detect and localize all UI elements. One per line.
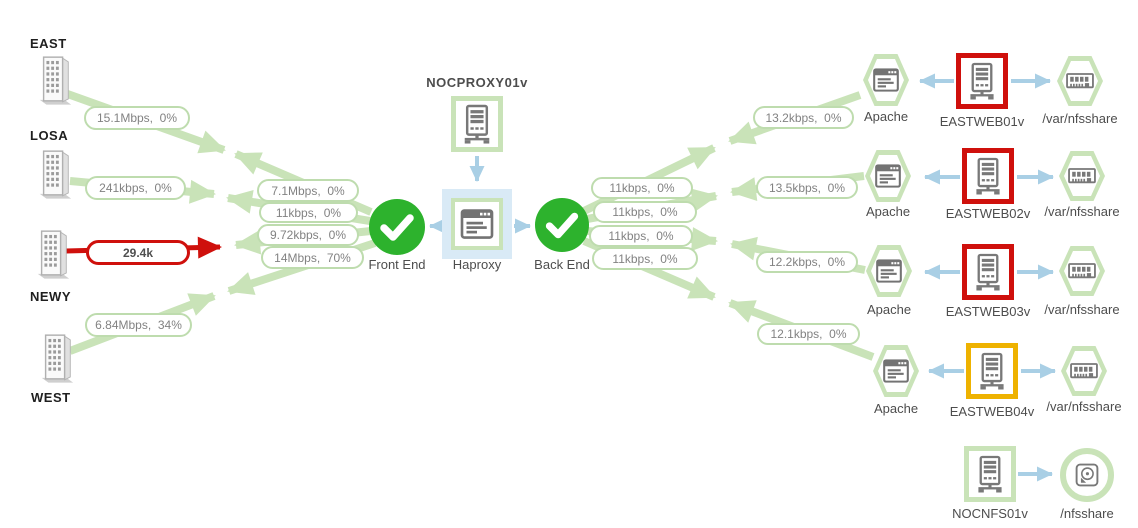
server-icon <box>971 155 1005 197</box>
traffic-pill-backend-2[interactable]: 11kbps, 0% <box>593 201 697 223</box>
server-icon <box>973 453 1007 495</box>
apache-service-icon <box>883 359 909 383</box>
server-node-eastweb04v[interactable] <box>966 343 1018 399</box>
haproxy-node[interactable] <box>442 189 512 259</box>
city-label-west: WEST <box>31 390 71 405</box>
nfsshare-label-3: /var/nfsshare <box>1044 302 1120 317</box>
backend-label: Back End <box>534 257 590 272</box>
server-label-eastweb01v: EASTWEB01v <box>939 114 1025 129</box>
building-icon-newy[interactable] <box>34 226 72 280</box>
apache-node-1[interactable] <box>863 54 909 106</box>
frontend-label: Front End <box>368 257 426 272</box>
nfsshare-label-4: /var/nfsshare <box>1046 399 1122 414</box>
traffic-pill-web-3[interactable]: 12.2kbps, 0% <box>756 251 858 273</box>
nfsshare-node-4[interactable] <box>1061 346 1107 396</box>
nfsshare-node-2[interactable] <box>1059 151 1105 201</box>
backend-status-node[interactable] <box>535 198 589 252</box>
apache-label-3: Apache <box>866 302 912 317</box>
nfsshare-volume-label: /nfsshare <box>1060 506 1114 521</box>
haproxy-label: Haproxy <box>452 257 502 272</box>
server-icon <box>459 103 495 145</box>
server-label-eastweb02v: EASTWEB02v <box>945 206 1031 221</box>
memory-icon <box>1070 361 1098 381</box>
check-icon <box>369 199 425 255</box>
nfsshare-label-2: /var/nfsshare <box>1044 204 1120 219</box>
server-icon <box>971 251 1005 293</box>
traffic-pill-frontend-4[interactable]: 14Mbps, 70% <box>261 246 364 269</box>
server-label-eastweb04v: EASTWEB04v <box>949 404 1035 419</box>
traffic-pill-east[interactable]: 15.1Mbps, 0% <box>84 106 190 130</box>
memory-icon <box>1068 261 1096 281</box>
check-icon <box>535 198 589 252</box>
disk-icon <box>1074 462 1100 488</box>
traffic-pill-web-1[interactable]: 13.2kbps, 0% <box>753 106 854 129</box>
frontend-status-node[interactable] <box>369 199 425 255</box>
traffic-pill-losa[interactable]: 241kbps, 0% <box>85 176 186 200</box>
server-label-nocnfs01v: NOCNFS01v <box>952 506 1028 521</box>
apache-service-icon <box>876 259 902 283</box>
traffic-pill-backend-3[interactable]: 11kbps, 0% <box>589 225 693 247</box>
apache-node-3[interactable] <box>866 245 912 297</box>
traffic-pill-frontend-3[interactable]: 9.72kbps, 0% <box>257 224 359 246</box>
apache-node-4[interactable] <box>873 345 919 397</box>
building-icon-east[interactable] <box>36 52 74 106</box>
city-label-east: EAST <box>30 36 67 51</box>
apache-label-4: Apache <box>873 401 919 416</box>
memory-icon <box>1068 166 1096 186</box>
building-icon-losa[interactable] <box>36 146 74 200</box>
traffic-pill-west[interactable]: 6.84Mbps, 34% <box>85 313 192 337</box>
traffic-pill-frontend-1[interactable]: 7.1Mbps, 0% <box>257 179 359 202</box>
apache-service-icon <box>873 68 899 92</box>
proxy-server-title: NOCPROXY01v <box>426 75 528 90</box>
city-label-newy: NEWY <box>30 289 71 304</box>
nfsshare-node-3[interactable] <box>1059 246 1105 296</box>
apache-service-icon <box>875 164 901 188</box>
city-label-losa: LOSA <box>30 128 69 143</box>
traffic-pill-newy-critical[interactable]: 29.4k <box>86 240 190 265</box>
memory-icon <box>1066 71 1094 91</box>
server-node-nocnfs01v[interactable] <box>964 446 1016 502</box>
server-label-eastweb03v: EASTWEB03v <box>945 304 1031 319</box>
server-node-eastweb01v[interactable] <box>956 53 1008 109</box>
nfsshare-label-1: /var/nfsshare <box>1042 111 1118 126</box>
traffic-pill-backend-1[interactable]: 11kbps, 0% <box>591 177 693 199</box>
apache-node-2[interactable] <box>865 150 911 202</box>
server-node-eastweb02v[interactable] <box>962 148 1014 204</box>
traffic-pill-web-4[interactable]: 12.1kbps, 0% <box>757 323 860 345</box>
apache-label-1: Apache <box>863 109 909 124</box>
haproxy-service-icon <box>460 209 494 239</box>
traffic-pill-frontend-2[interactable]: 11kbps, 0% <box>259 202 358 223</box>
nfsshare-volume-node[interactable] <box>1060 448 1114 502</box>
traffic-pill-web-2[interactable]: 13.5kbps, 0% <box>756 176 858 199</box>
nfsshare-node-1[interactable] <box>1057 56 1103 106</box>
server-icon <box>975 350 1009 392</box>
server-node-eastweb03v[interactable] <box>962 244 1014 300</box>
building-icon-west[interactable] <box>38 330 76 384</box>
server-icon <box>965 60 999 102</box>
traffic-pill-backend-4[interactable]: 11kbps, 0% <box>592 247 698 270</box>
apache-label-2: Apache <box>865 204 911 219</box>
blue-flow-arrows <box>429 73 1056 482</box>
proxy-server-node[interactable] <box>451 96 503 152</box>
